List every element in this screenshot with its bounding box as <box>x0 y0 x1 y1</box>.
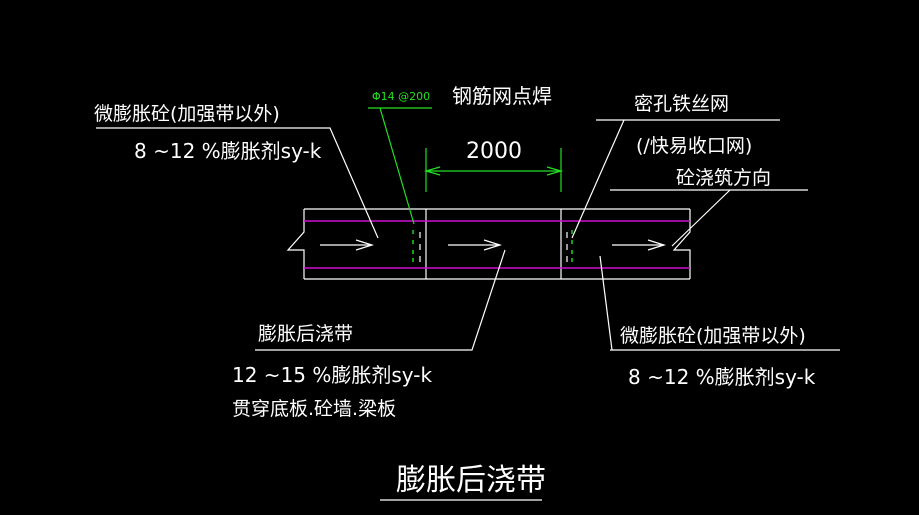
band-spec-label: 12 ~15 %膨胀剂sy-k <box>232 363 432 387</box>
mesh-weld-label: 钢筋网点焊 <box>452 84 552 108</box>
dimension-2000 <box>423 148 564 192</box>
joint-dash-marks <box>419 232 568 262</box>
pour-direction-arrows <box>320 239 667 251</box>
mesh-note-label: (/快易收口网) <box>636 135 752 157</box>
rebar-spec-label: Φ14 @200 <box>372 90 430 103</box>
left-concrete-spec: 8 ~12 %膨胀剂sy-k <box>134 139 322 163</box>
drawing-title: 膨胀后浇带 <box>396 463 546 498</box>
leader-lines <box>96 119 840 501</box>
mesh-name-label: 密孔铁丝网 <box>634 93 729 115</box>
left-concrete-title: 微膨胀砼(加强带以外) <box>94 103 280 125</box>
pour-direction-label: 砼浇筑方向 <box>676 167 771 189</box>
rebar-spec-leader <box>368 107 432 225</box>
right-concrete-title: 微膨胀砼(加强带以外) <box>620 325 806 347</box>
band-title-label: 膨胀后浇带 <box>258 323 353 345</box>
weld-dots <box>412 230 573 262</box>
rebar-lines <box>304 220 690 269</box>
dimension-value-label: 2000 <box>466 139 522 164</box>
band-scope-label: 贯穿底板.砼墙.梁板 <box>232 398 396 420</box>
right-concrete-spec: 8 ~12 %膨胀剂sy-k <box>628 365 816 389</box>
